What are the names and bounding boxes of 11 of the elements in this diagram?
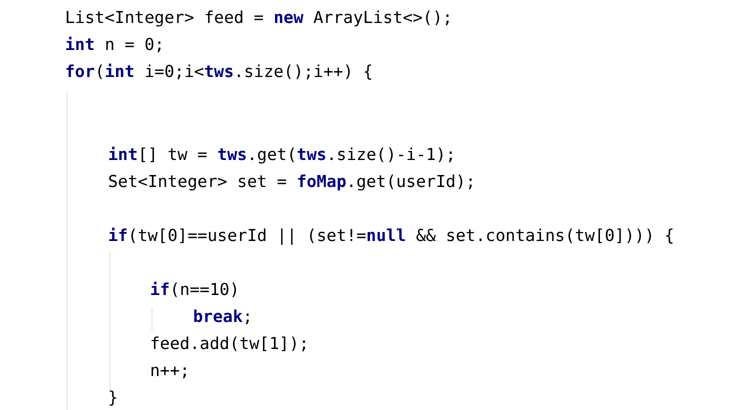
code-line: for(int i=0;i<tws.size();i++) { bbox=[65, 62, 373, 82]
code-line: int n = 0; bbox=[65, 35, 164, 55]
code-line: break; bbox=[193, 307, 253, 327]
code-line: if(tw[0]==userId || (set!=null && set.contains(tw[0]))) { bbox=[108, 226, 674, 246]
code-line: feed.add(tw[1]); bbox=[150, 334, 309, 354]
code-line: if(n==10) bbox=[150, 280, 240, 300]
code-line: n++; bbox=[150, 361, 190, 381]
code-line: int[] tw = tws.get(tws.size()-i-1); bbox=[108, 145, 456, 165]
code-line: } bbox=[108, 388, 118, 408]
code-line: Set<Integer> set = foMap.get(userId); bbox=[108, 172, 476, 192]
code-line: List<Integer> feed = new ArrayList<>(); bbox=[65, 8, 452, 28]
